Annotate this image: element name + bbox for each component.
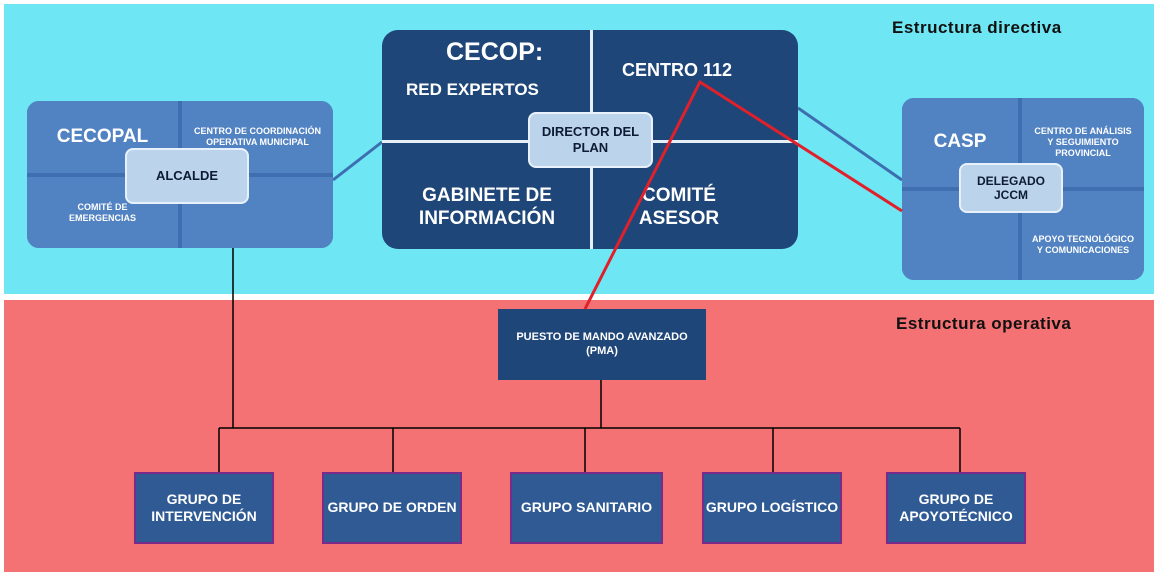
group-orden: GRUPO DE ORDEN (322, 472, 462, 544)
alcalde-node: ALCALDE (125, 148, 249, 204)
cecopal-centro-coordinacion: CENTRO DE COORDINACIÓN OPERATIVA MUNICIP… (182, 101, 333, 173)
label-estructura-operativa: Estructura operativa (896, 314, 1072, 333)
group-logistico: GRUPO LOGÍSTICO (702, 472, 842, 544)
group-apoyo-tecnico: GRUPO DE APOYOTÉCNICO (886, 472, 1026, 544)
pma-node: PUESTO DE MANDO AVANZADO (PMA) (498, 309, 706, 380)
red-pma-centro112-casp-link (583, 79, 903, 310)
group-intervencion: GRUPO DE INTERVENCIÓN (134, 472, 274, 544)
cecop-centro-112: CENTRO 112 (622, 60, 733, 80)
director-del-plan-node: DIRECTOR DEL PLAN (528, 112, 653, 168)
cecop-title: CECOP: (446, 38, 544, 66)
cecopal-cecop-link (332, 140, 383, 182)
delegado-jccm-node: DELEGADO JCCM (959, 163, 1063, 213)
cecop-gabinete-informacion: GABINETE DE INFORMACIÓN (418, 185, 556, 229)
group-sanitario: GRUPO SANITARIO (510, 472, 663, 544)
cecop-casp-link (797, 106, 903, 182)
label-estructura-directiva: Estructura directiva (892, 18, 1062, 37)
cecop-red-expertos: RED EXPERTOS (406, 80, 539, 99)
cecop-comite-asesor: COMITÉ ASESOR (638, 185, 720, 229)
cecopal-panel: CECOPAL CENTRO DE COORDINACIÓN OPERATIVA… (27, 101, 333, 248)
